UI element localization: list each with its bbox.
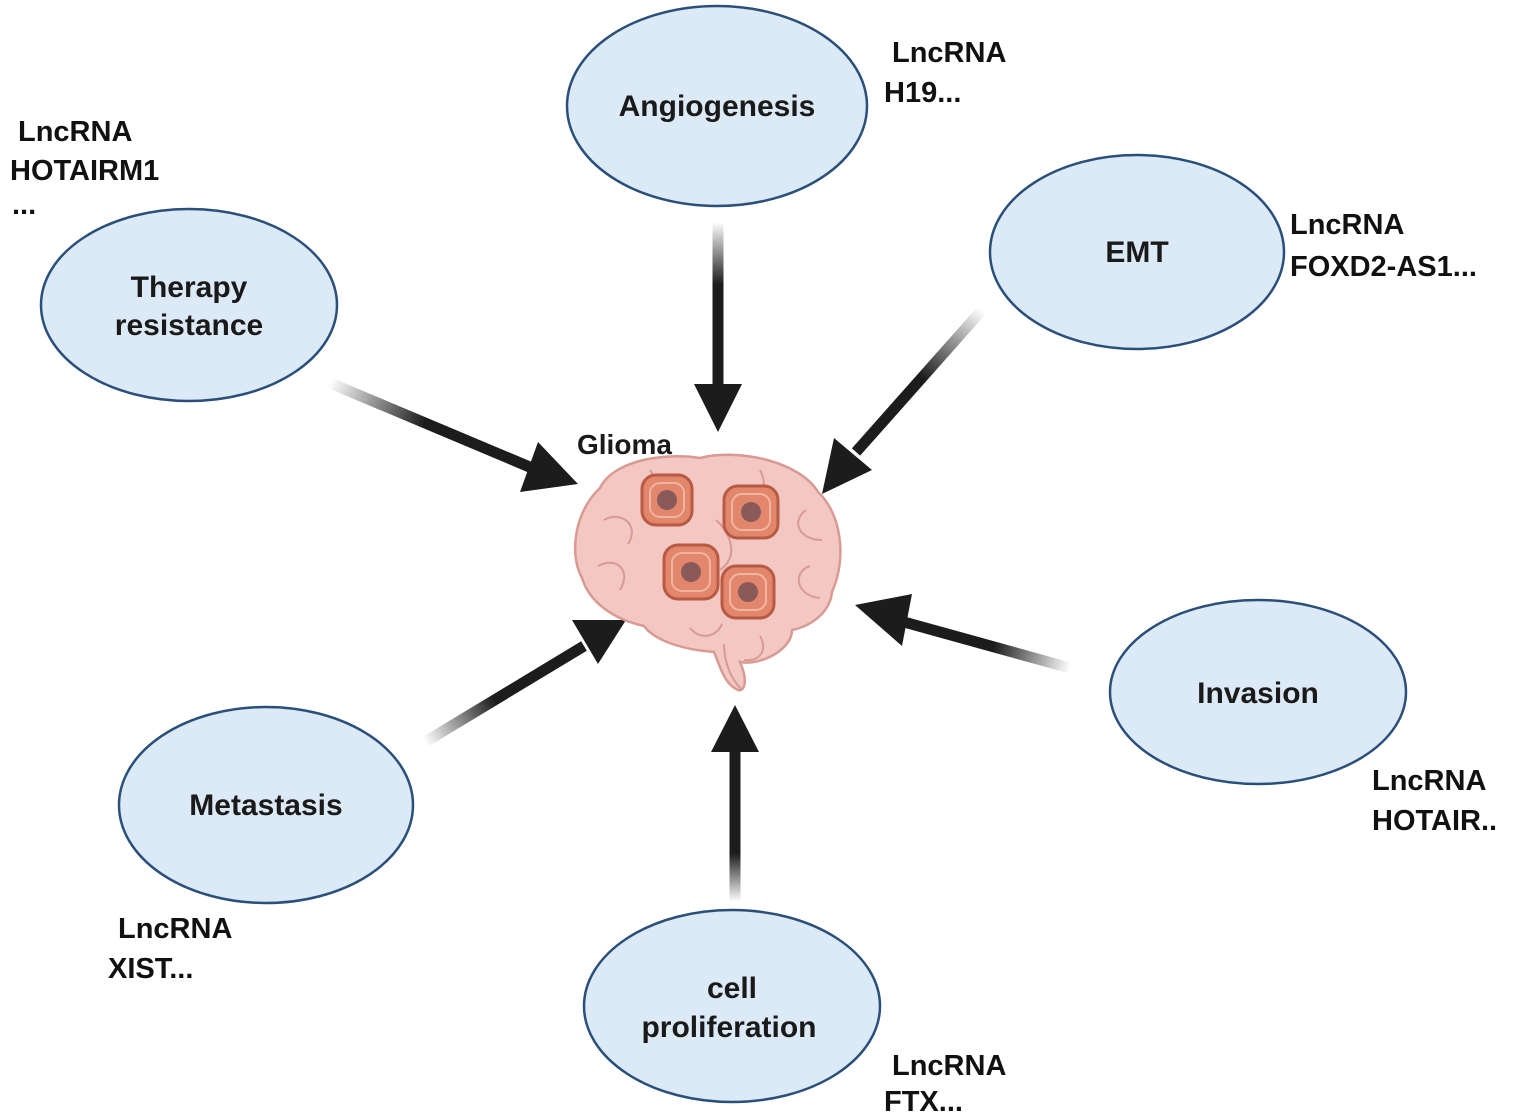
node-metastasis-label: Metastasis (189, 789, 342, 822)
arrow-proliferation-to-glioma (711, 705, 759, 902)
lncrna-invasion-line2: HOTAIR.. (1372, 805, 1497, 837)
arrow-therapy-to-glioma (327, 377, 578, 492)
lncrna-invasion-line1: LncRNA (1372, 765, 1486, 797)
glioma-label: Glioma (577, 429, 672, 460)
node-proliferation-label-line2: proliferation (641, 1011, 816, 1044)
arrow-invasion-to-glioma (855, 594, 1072, 674)
lncrna-therapy-line2: HOTAIRM1 (10, 155, 159, 187)
node-therapy-label-line1: Therapy (131, 271, 248, 304)
arrow-metastasis-to-glioma (422, 620, 626, 747)
arrow-angiogenesis-to-glioma (694, 222, 742, 432)
brain-with-tumor-cells-icon (573, 453, 842, 692)
lncrna-therapy-line3: ... (12, 189, 36, 221)
node-emt-label: EMT (1105, 236, 1168, 269)
node-therapy-label-line2: resistance (115, 309, 263, 342)
tumor-cell-icon (722, 484, 780, 540)
node-invasion: Invasion (1108, 598, 1408, 786)
node-angiogenesis: Angiogenesis (565, 4, 869, 208)
node-invasion-label: Invasion (1197, 677, 1319, 710)
node-emt: EMT (988, 153, 1286, 351)
lncrna-therapy-line1: LncRNA (18, 116, 132, 148)
lncrna-angiogenesis-line1: LncRNA (892, 37, 1006, 69)
node-cell-proliferation: cell proliferation (582, 908, 882, 1104)
node-angiogenesis-label: Angiogenesis (619, 90, 816, 123)
node-therapy-resistance: Therapy resistance (39, 207, 339, 403)
arrow-emt-to-glioma (822, 306, 987, 494)
tumor-cell-icon (662, 543, 720, 601)
node-proliferation-label-line1: cell (707, 972, 757, 1005)
tumor-cell-icon (720, 564, 776, 620)
lncrna-angiogenesis-line2: H19... (884, 77, 961, 109)
lncrna-emt-line1: LncRNA (1290, 209, 1404, 241)
lncrna-proliferation-line1: LncRNA (892, 1050, 1006, 1082)
lncrna-proliferation-line2: FTX... (884, 1086, 963, 1117)
lncrna-metastasis-line2: XIST... (108, 953, 193, 985)
lncrna-emt-line2: FOXD2-AS1... (1290, 251, 1477, 283)
tumor-cell-icon (640, 473, 694, 527)
lncrna-metastasis-line1: LncRNA (118, 913, 232, 945)
node-metastasis: Metastasis (117, 705, 415, 905)
